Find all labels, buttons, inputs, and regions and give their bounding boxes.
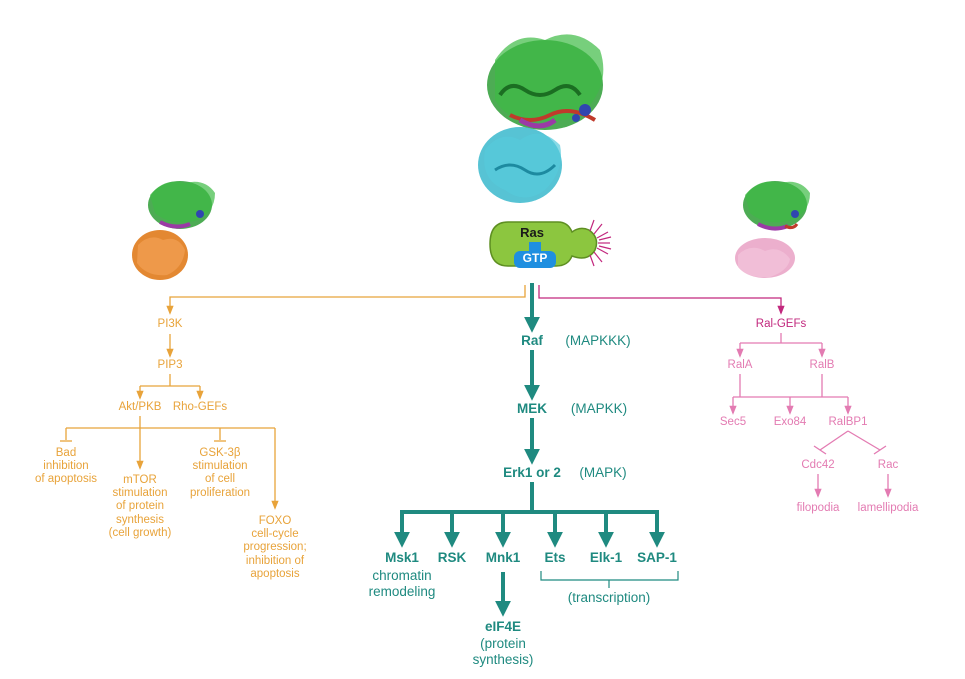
cdc42-label: Cdc42	[801, 459, 835, 471]
ralbp1-label: RalBP1	[828, 416, 868, 428]
ral-pathway	[538, 285, 892, 498]
rsk-label: RSK	[437, 550, 467, 565]
rala-label: RalA	[727, 359, 753, 371]
exo84-label: Exo84	[773, 416, 807, 428]
ras-node	[489, 219, 612, 268]
raf-mapkkk-label: (MAPKKK)	[565, 333, 631, 348]
ets-label: Ets	[544, 550, 566, 565]
gsk-label: GSK-3β stimulation of cell proliferation	[189, 447, 251, 499]
rhogefs-label: Rho-GEFs	[172, 401, 228, 413]
ras-pi3k-protein-structure	[132, 181, 215, 280]
mek-label: MEK	[517, 401, 547, 416]
ras-label: Ras	[520, 225, 544, 240]
mnk1-label: Mnk1	[485, 550, 521, 565]
ras-activation-starburst	[589, 219, 612, 267]
foxo-label: FOXO cell-cycle progression; inhibition …	[243, 515, 307, 580]
elk1-label: Elk-1	[589, 550, 623, 565]
mtor-label: mTOR stimulation of protein synthesis (c…	[108, 474, 172, 539]
raf-label: Raf	[521, 333, 543, 348]
gtp-label: GTP	[522, 251, 548, 265]
eif4e-label: eIF4E	[484, 619, 522, 634]
akt-label: Akt/PKB	[118, 401, 162, 413]
erk-label: Erk1 or 2	[503, 465, 561, 480]
rac-label: Rac	[877, 459, 899, 471]
msk1-note: chromatin remodeling	[368, 568, 436, 599]
mapk-pathway	[394, 283, 679, 617]
pi3k-label: PI3K	[157, 318, 183, 330]
pi3k-pathway	[60, 285, 526, 510]
mek-mapkk-label: (MAPKK)	[570, 401, 628, 416]
eif4e-note: (protein synthesis)	[472, 636, 534, 667]
erk-mapk-label: (MAPK)	[579, 465, 627, 480]
filopodia-label: filopodia	[796, 502, 840, 514]
sec5-label: Sec5	[719, 416, 747, 428]
ras-ralgds-protein-structure	[735, 181, 810, 278]
lamellipodia-label: lamellipodia	[857, 502, 919, 514]
msk1-label: Msk1	[385, 550, 419, 565]
sap1-label: SAP-1	[637, 550, 677, 565]
bad-label: Bad inhibition of apoptosis	[34, 447, 98, 486]
pip3-label: PIP3	[157, 359, 183, 371]
transcription-label: (transcription)	[567, 590, 651, 605]
ralgefs-label: Ral-GEFs	[755, 318, 807, 330]
ralb-label: RalB	[809, 359, 835, 371]
ras-raf-protein-structure	[478, 34, 604, 203]
